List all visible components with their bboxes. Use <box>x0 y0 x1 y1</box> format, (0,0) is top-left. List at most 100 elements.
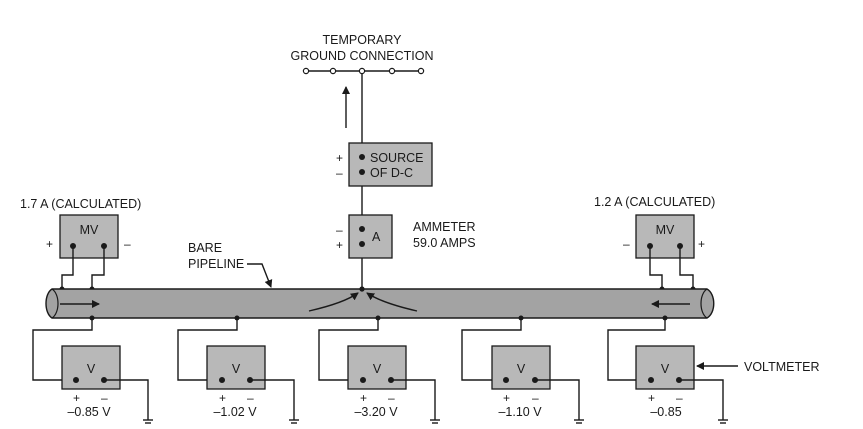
millivoltmeter-right-box <box>635 214 695 259</box>
voltmeter-4-symbol: V <box>517 362 526 376</box>
pipeline-right-end <box>700 288 708 319</box>
voltmeter-5-box <box>635 345 695 390</box>
voltmeter-5-symbol: V <box>661 362 670 376</box>
voltmeter-1-ground-lead <box>104 379 149 420</box>
voltmeter-1-box <box>61 345 121 390</box>
millivoltmeter-left-current-label: 1.7 A (CALCULATED) <box>20 197 141 211</box>
millivoltmeter-right-current-label: 1.2 A (CALCULATED) <box>594 195 715 209</box>
voltmeter-1-reading: –0.85 V <box>67 405 111 419</box>
voltmeter-2-minus-sign: – <box>247 391 254 405</box>
voltmeter-callout-label: VOLTMETER <box>744 360 819 374</box>
ammeter: – + A AMMETER 59.0 AMPS <box>336 214 476 259</box>
voltmeter-1-symbol: V <box>87 362 96 376</box>
ammeter-plus-sign: + <box>336 238 343 252</box>
ammeter-label-line1: AMMETER <box>413 220 476 234</box>
ammeter-box <box>348 214 393 259</box>
ground-node-1 <box>302 67 310 75</box>
voltmeter-3-pipe-lead <box>318 318 379 381</box>
pipeline-left-end <box>51 288 59 319</box>
dc-source-terminal-minus <box>359 169 365 175</box>
ground-connection: TEMPORARY GROUND CONNECTION <box>290 33 434 75</box>
voltmeter-3-box <box>347 345 407 390</box>
voltmeter-4-box <box>491 345 551 390</box>
pipeline-label-line1: BARE <box>188 241 222 255</box>
voltmeter-2-box <box>206 345 266 390</box>
voltmeter-2-ground-lead <box>250 379 295 420</box>
dc-source-label-line1: SOURCE <box>370 151 423 165</box>
ammeter-symbol: A <box>372 230 381 244</box>
voltmeter-5-pipe-lead <box>607 318 666 381</box>
voltmeter-2-terminal-plus <box>219 377 225 383</box>
voltmeter-3-minus-sign: – <box>388 391 395 405</box>
dc-source-plus-sign: + <box>336 151 343 165</box>
voltmeter-2-symbol: V <box>232 362 241 376</box>
drain-arrow-right <box>366 292 418 312</box>
voltmeter-1-plus-sign: + <box>73 391 80 405</box>
voltmeter-3-ground-lead <box>391 379 436 420</box>
pipeline-body <box>45 288 715 319</box>
pipeline-label-line2: PIPELINE <box>188 257 244 271</box>
voltmeter-4-terminal-plus <box>503 377 509 383</box>
pipeline-label: BARE PIPELINE <box>188 241 273 288</box>
voltmeter-callout: VOLTMETER <box>696 360 819 374</box>
pipeline-label-leader <box>247 263 273 288</box>
voltmeter-3-reading: –3.20 V <box>354 405 398 419</box>
ground-node-3 <box>358 67 366 75</box>
ground-node-2 <box>329 67 337 75</box>
voltmeter-station-3: V + – –3.20 V <box>318 315 440 424</box>
millivoltmeter-right: 1.2 A (CALCULATED) MV – + <box>594 195 715 292</box>
voltmeter-3-plus-sign: + <box>360 391 367 405</box>
ammeter-terminal-plus <box>359 241 365 247</box>
millivoltmeter-right-symbol: MV <box>656 223 675 237</box>
millivoltmeter-right-lead-1 <box>649 246 663 290</box>
voltmeter-4-minus-sign: – <box>532 391 539 405</box>
ammeter-terminal-minus <box>359 226 365 232</box>
millivoltmeter-right-lead-2 <box>679 246 694 290</box>
drain-arrow-left <box>308 292 359 312</box>
millivoltmeter-left-symbol: MV <box>80 223 99 237</box>
voltmeter-1-minus-sign: – <box>101 391 108 405</box>
voltmeter-2-pipe-lead <box>177 318 238 381</box>
voltmeter-4-reading: –1.10 V <box>498 405 542 419</box>
dc-source-label-line2: OF D-C <box>370 166 413 180</box>
dc-source-box <box>348 142 433 187</box>
voltmeter-5-terminal-plus <box>648 377 654 383</box>
pipeline-drain-point <box>359 286 365 292</box>
voltmeter-station-2: V + – –1.02 V <box>177 315 299 424</box>
voltmeter-5-plus-sign: + <box>648 391 655 405</box>
voltmeter-5-ground-lead <box>679 379 724 420</box>
voltmeter-5-reading: –0.85 <box>650 405 681 419</box>
voltmeter-5-minus-sign: – <box>676 391 683 405</box>
millivoltmeter-left-lead-1 <box>61 246 74 290</box>
voltmeter-station-4: V + – –1.10 V <box>461 315 584 424</box>
ground-label-line1: TEMPORARY <box>323 33 403 47</box>
voltmeter-1-terminal-plus <box>73 377 79 383</box>
voltmeter-2-plus-sign: + <box>219 391 226 405</box>
millivoltmeter-left: 1.7 A (CALCULATED) MV + – <box>20 197 141 292</box>
voltmeter-3-symbol: V <box>373 362 382 376</box>
dc-source-minus-sign: – <box>336 166 343 180</box>
dc-source-terminal-plus <box>359 154 365 160</box>
voltmeter-station-5: V + – –0.85 <box>607 315 728 424</box>
millivoltmeter-right-left-sign: – <box>623 237 630 251</box>
ground-node-5 <box>417 67 425 75</box>
millivoltmeter-left-box <box>59 214 119 259</box>
voltmeter-station-1: V + – –0.85 V <box>32 315 153 424</box>
voltmeter-4-pipe-lead <box>461 318 522 381</box>
voltmeter-4-plus-sign: + <box>503 391 510 405</box>
pipeline <box>45 286 715 319</box>
ammeter-label-line2: 59.0 AMPS <box>413 236 476 250</box>
voltmeter-4-ground-lead <box>535 379 580 420</box>
voltmeter-1-pipe-lead <box>32 318 93 381</box>
ammeter-minus-sign: – <box>336 223 343 237</box>
dc-source: + – SOURCE OF D-C <box>336 142 433 187</box>
millivoltmeter-left-lead-2 <box>91 246 105 290</box>
ground-node-4 <box>388 67 396 75</box>
voltmeter-3-terminal-plus <box>360 377 366 383</box>
voltmeter-2-reading: –1.02 V <box>213 405 257 419</box>
millivoltmeter-left-left-sign: + <box>46 237 53 251</box>
millivoltmeter-left-right-sign: – <box>124 237 131 251</box>
ground-label-line2: GROUND CONNECTION <box>290 49 433 63</box>
millivoltmeter-right-right-sign: + <box>698 237 705 251</box>
